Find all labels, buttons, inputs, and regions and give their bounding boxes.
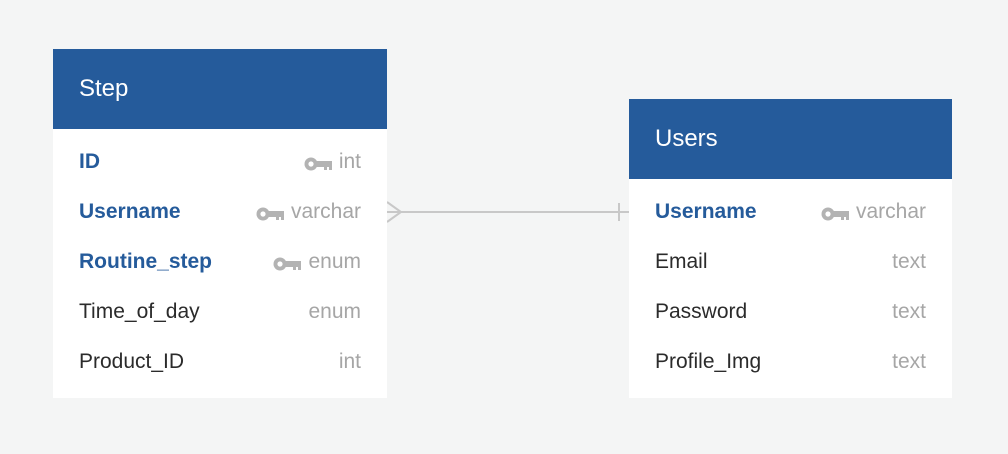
- column-type: text: [892, 350, 926, 373]
- table-row[interactable]: Routine_step enum: [53, 237, 387, 287]
- table-title[interactable]: Users: [629, 99, 952, 179]
- column-type-cell: enum: [308, 300, 361, 324]
- column-type: varchar: [855, 200, 926, 223]
- column-type-cell: text: [892, 300, 926, 324]
- column-type-cell: int: [303, 150, 361, 174]
- column-name: Email: [655, 250, 708, 273]
- table-row[interactable]: Profile_Img text: [629, 337, 952, 387]
- column-name: Routine_step: [79, 250, 213, 273]
- key-icon: [255, 204, 285, 221]
- table-row[interactable]: ID int: [53, 137, 387, 187]
- key-icon: [820, 204, 850, 221]
- table-row[interactable]: Product_ID int: [53, 337, 387, 387]
- column-type: int: [338, 150, 361, 173]
- column-name: ID: [79, 150, 100, 173]
- table-row[interactable]: Password text: [629, 287, 952, 337]
- column-type: text: [892, 300, 926, 323]
- column-name: Time_of_day: [79, 300, 200, 323]
- column-type-cell: int: [339, 350, 361, 374]
- key-icon: [303, 154, 333, 171]
- column-name: Profile_Img: [655, 350, 762, 373]
- column-type-cell: enum: [272, 250, 361, 274]
- column-type-cell: text: [892, 350, 926, 374]
- table-row[interactable]: Email text: [629, 237, 952, 287]
- column-type-cell: text: [892, 250, 926, 274]
- table-row[interactable]: Time_of_day enum: [53, 287, 387, 337]
- column-name: Password: [655, 300, 748, 323]
- table-title[interactable]: Step: [53, 49, 387, 129]
- column-type-cell: varchar: [820, 200, 926, 224]
- table-row[interactable]: Username varchar: [53, 187, 387, 237]
- crowfoot-many-marker: [386, 201, 403, 223]
- column-type: enum: [308, 250, 361, 273]
- column-type: int: [338, 350, 361, 373]
- column-name: Product_ID: [79, 350, 185, 373]
- column-name: Username: [79, 200, 181, 223]
- column-type: text: [892, 250, 926, 273]
- column-name: Username: [655, 200, 757, 223]
- table-row[interactable]: Username varchar: [629, 187, 952, 237]
- column-type-cell: varchar: [255, 200, 361, 224]
- column-type: varchar: [290, 200, 361, 223]
- column-type: enum: [308, 300, 361, 323]
- key-icon: [272, 254, 302, 271]
